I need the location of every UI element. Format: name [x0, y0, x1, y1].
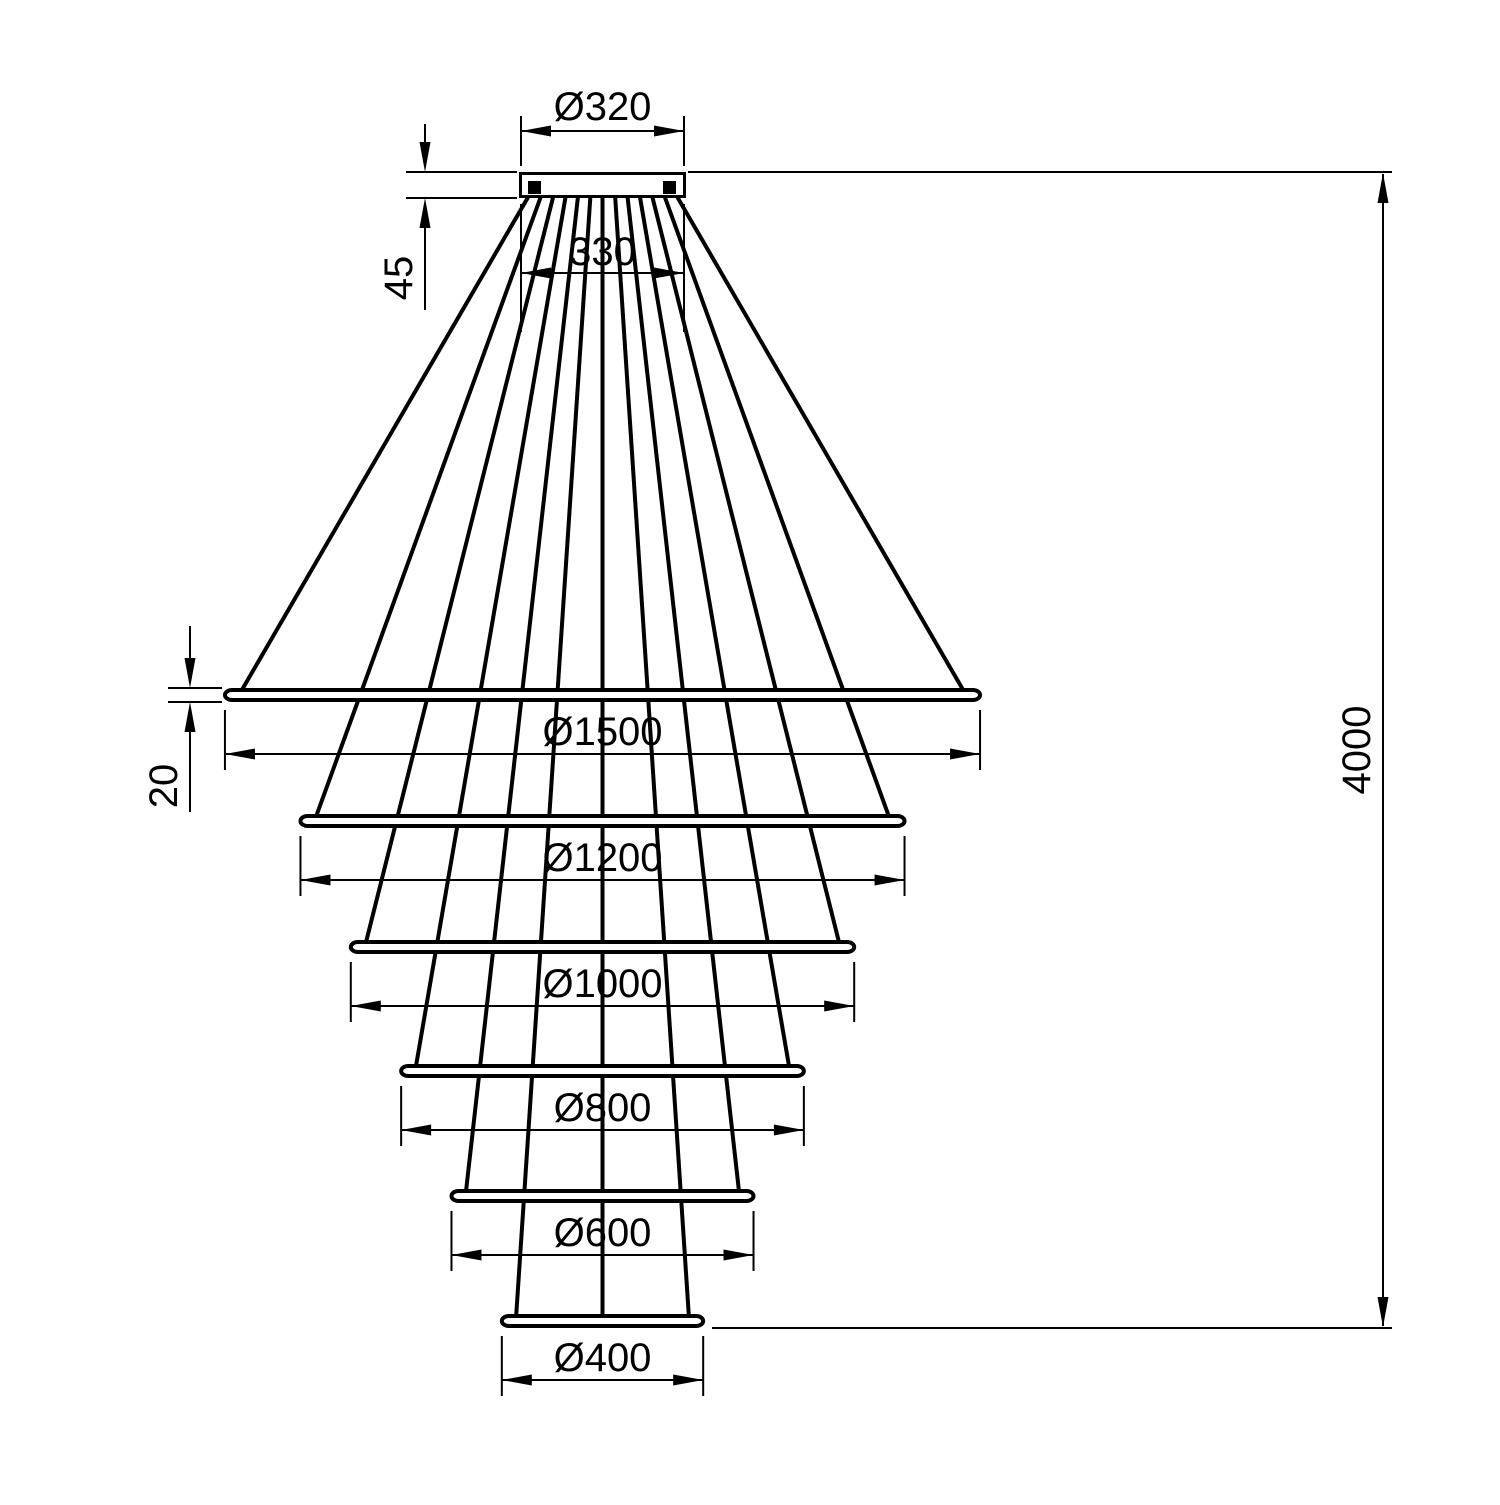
dim-ring-600: Ø600: [450, 1211, 755, 1271]
suspension-cable-left-1500: [237, 195, 531, 697]
canopy-plate: [519, 172, 686, 198]
dimension-arrow-down: [184, 658, 196, 688]
cable-spread-label: 330: [569, 230, 636, 274]
suspension-cable-left-800: [413, 196, 568, 1072]
dimension-arrow-left: [401, 1124, 432, 1136]
ring-diameter-label-400: Ø400: [554, 1336, 652, 1380]
overall-height-label: 4000: [1335, 706, 1379, 795]
ring-bar-1200: [298, 814, 907, 828]
canopy-diameter-label: Ø320: [554, 85, 652, 129]
suspension-cable-left-400: [513, 196, 593, 1322]
dim-ring-thickness: 20: [142, 626, 222, 812]
dimension-arrow-left: [224, 748, 255, 760]
dim-ring-800: Ø800: [400, 1086, 805, 1146]
dim-ring-1000: Ø1000: [349, 962, 856, 1022]
rings: [222, 688, 983, 1328]
ring-diameter-label-600: Ø600: [554, 1211, 652, 1255]
ring-diameter-label-1200: Ø1200: [542, 836, 662, 880]
ring-diameter-label-1000: Ø1000: [542, 962, 662, 1006]
dimension-arrow-left: [350, 1000, 381, 1012]
dimension-arrow-left: [501, 1374, 532, 1386]
dimension-arrow-right: [874, 874, 905, 886]
dimension-arrow-down: [1377, 1297, 1389, 1327]
dimension-arrow-right: [723, 1249, 754, 1261]
dimension-arrow-up: [419, 198, 431, 228]
dimension-arrow-right: [950, 748, 981, 760]
dimension-arrow-left: [451, 1249, 482, 1261]
dim-overall-height: 4000: [688, 171, 1392, 1329]
ring-diameter-label-800: Ø800: [554, 1086, 652, 1130]
dimension-arrow-right: [824, 1000, 855, 1012]
ring-bar-600: [449, 1189, 756, 1203]
canopy-screw-left: [528, 181, 541, 194]
suspension-cable-left-1200: [312, 195, 543, 822]
dimension-arrow-up: [1377, 173, 1389, 203]
canopy-height-label: 45: [377, 256, 421, 301]
canopy: [519, 172, 686, 198]
dim-ring-1500: Ø1500: [223, 710, 982, 770]
dimension-arrow-right: [654, 125, 684, 137]
dimension-arrow-right: [654, 267, 684, 279]
canopy-screw-right: [663, 181, 676, 194]
suspension-cable-right-800: [637, 196, 792, 1072]
dimension-arrow-left: [521, 267, 551, 279]
ring-thickness-label: 20: [142, 764, 186, 809]
dimension-arrow-right: [673, 1374, 704, 1386]
dim-canopy-height: 45: [377, 124, 517, 310]
dimension-arrow-right: [773, 1124, 804, 1136]
dim-cable-spread: 330: [520, 204, 685, 332]
ring-bar-400: [499, 1314, 706, 1328]
dimension-arrow-left: [521, 125, 551, 137]
ring-diameter-label-1500: Ø1500: [542, 710, 662, 754]
ring-bar-1500: [222, 688, 983, 702]
dimension-arrow-up: [184, 702, 196, 732]
suspension-cables: [237, 195, 968, 1322]
dimension-arrow-down: [419, 142, 431, 172]
suspension-cable-right-400: [613, 196, 692, 1322]
suspension-cable-right-1500: [675, 195, 968, 697]
ring-bar-1000: [348, 940, 857, 954]
suspension-cable-right-1000: [650, 196, 843, 948]
suspension-cable-left-1000: [362, 196, 556, 948]
dim-ring-1200: Ø1200: [299, 836, 906, 896]
dim-canopy-diameter: Ø320: [520, 85, 685, 166]
dim-ring-400: Ø400: [500, 1336, 705, 1396]
suspension-cable-right-1200: [662, 195, 893, 822]
dimension-arrow-left: [300, 874, 331, 886]
ring-bar-800: [399, 1064, 806, 1078]
